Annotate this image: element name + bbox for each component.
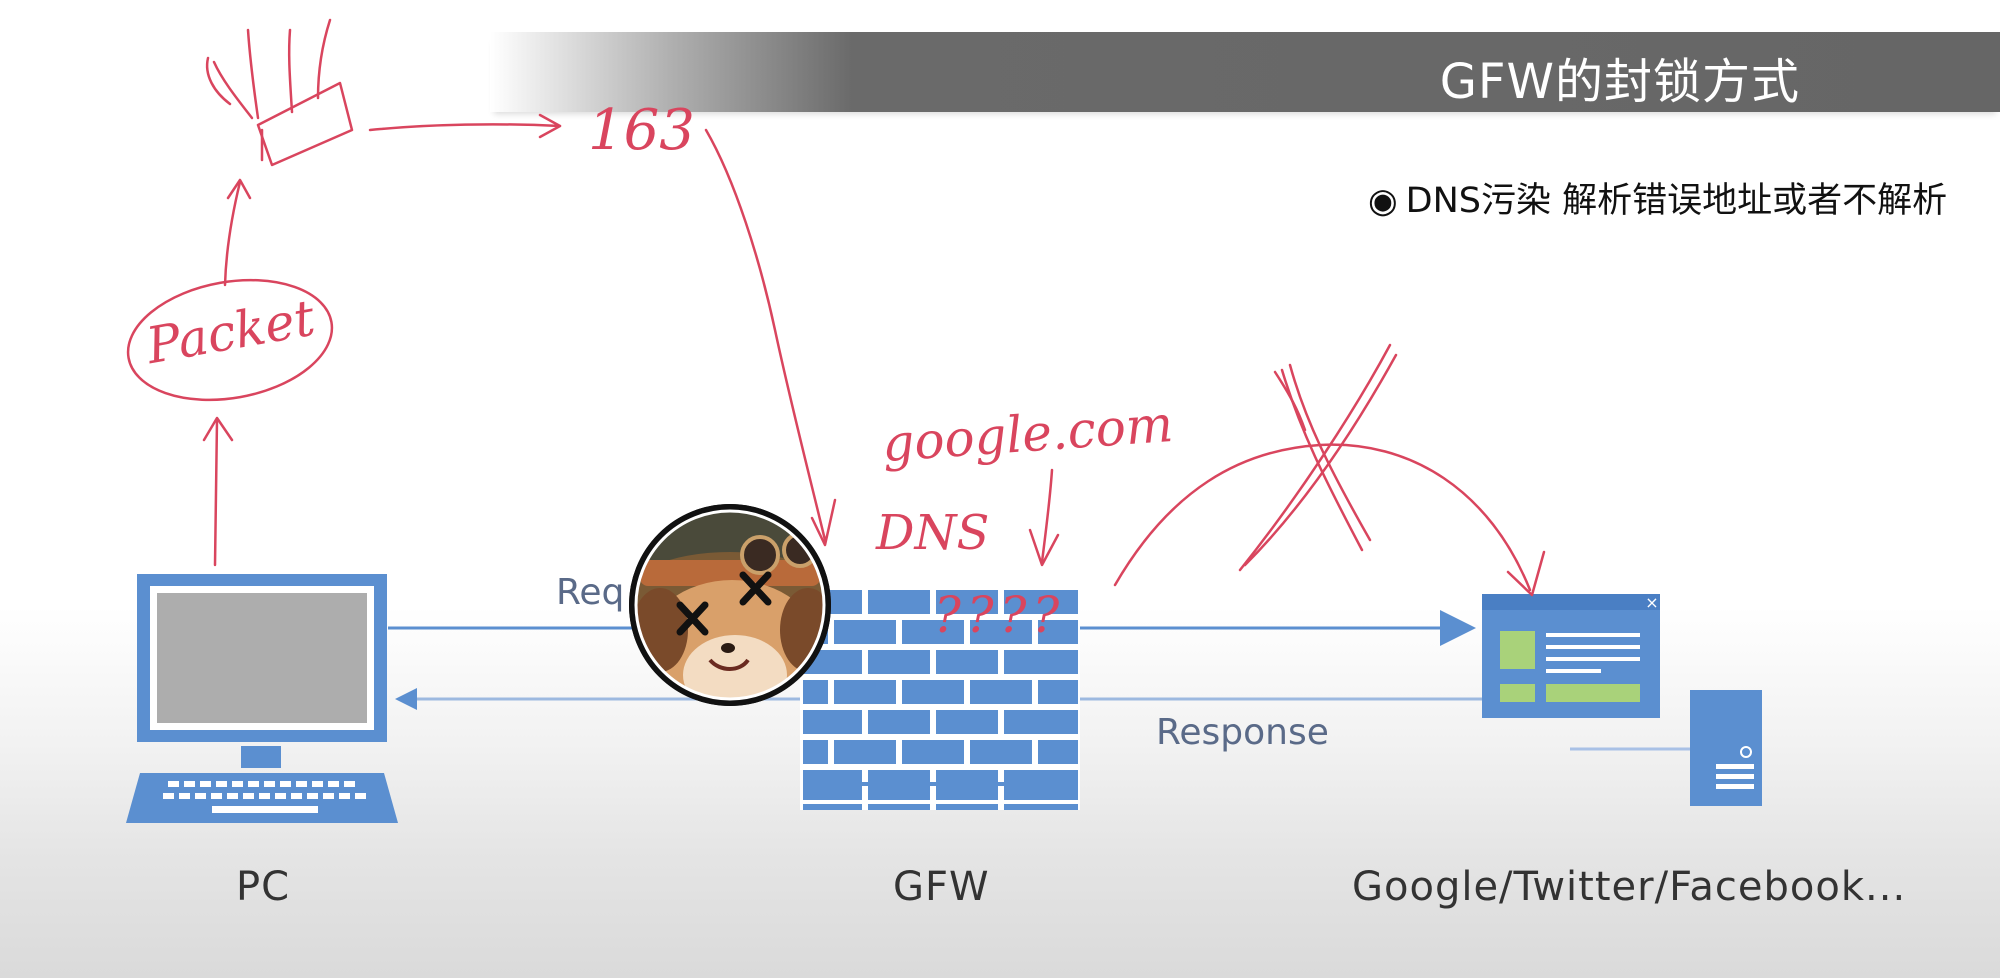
firewall-mortar	[803, 786, 1078, 810]
avatar	[629, 504, 831, 706]
pc-icon	[126, 574, 398, 823]
hand-sketch-icon	[205, 18, 354, 167]
title-bar: GFW的封锁方式	[490, 32, 2000, 112]
bullet-text: DNS污染 解析错误地址或者不解析	[1405, 181, 1948, 221]
gfw-label: GFW	[893, 864, 990, 910]
response-label: Response	[1156, 712, 1329, 753]
bullet-point: ◉DNS污染 解析错误地址或者不解析	[1368, 172, 1947, 223]
number-annotation: 163	[588, 98, 695, 163]
website-window-icon: ×	[1482, 593, 1660, 718]
firewall-icon	[800, 588, 1080, 810]
dns-annotation: DNS	[876, 505, 990, 561]
server-icon	[1690, 690, 1762, 806]
slide-title: GFW的封锁方式	[1439, 54, 1800, 110]
filled-circle-icon: ◉	[1368, 181, 1398, 221]
handwritten-annotations	[126, 18, 1546, 597]
request-label: Req	[556, 572, 625, 613]
server-label: Google/Twitter/Facebook...	[1352, 864, 1907, 910]
question-marks-annotation: ????	[934, 586, 1066, 644]
pc-label: PC	[236, 864, 291, 910]
svg-text:×: ×	[1645, 593, 1658, 612]
